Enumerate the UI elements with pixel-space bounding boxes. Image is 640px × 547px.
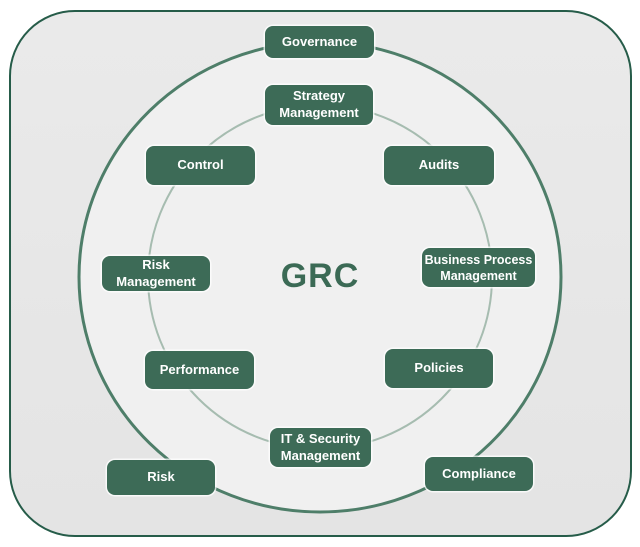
node-control: Control (146, 146, 255, 185)
node-risk: Risk (107, 460, 215, 495)
node-compliance: Compliance (425, 457, 533, 491)
node-it-security-management: IT & Security Management (270, 428, 371, 467)
node-governance: Governance (265, 26, 374, 58)
node-audits: Audits (384, 146, 494, 185)
center-label-grc: GRC (280, 256, 360, 295)
node-strategy-management: Strategy Management (265, 85, 373, 125)
node-risk-management: Risk Management (102, 256, 210, 291)
node-business-process-management: Business Process Management (422, 248, 535, 287)
node-policies: Policies (385, 349, 493, 388)
node-performance: Performance (145, 351, 254, 389)
